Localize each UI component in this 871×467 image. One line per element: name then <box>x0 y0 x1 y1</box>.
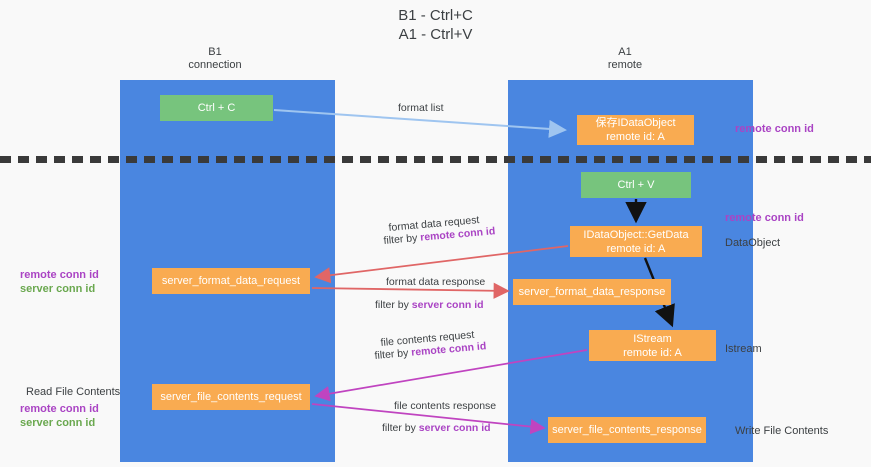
node-server-format-data-request[interactable]: server_format_data_request <box>152 268 310 294</box>
edge-label-format-data-response-filter: filter by server conn id <box>375 298 484 312</box>
annotation-remote-conn-id-mid-text: remote conn id <box>725 212 804 224</box>
edge-label-file-contents-response-filter: filter by server conn id <box>382 421 491 435</box>
column-header-a1-name: A1 <box>618 46 632 58</box>
edge-label-file-contents-response-text: file contents response <box>394 400 497 412</box>
annotation-left-bottom: remote conn id server conn id <box>20 402 99 430</box>
edge-label-fdresp-filter-prefix: filter by <box>375 299 412 311</box>
annotation-dataobject-text: DataObject <box>725 237 781 249</box>
page-title: B1 - Ctrl+C A1 - Ctrl+V <box>0 6 871 44</box>
annotation-left-bottom-remote: remote conn id <box>20 403 99 415</box>
edge-label-format-list-text: format list <box>398 102 444 114</box>
edge-label-file-contents-response: file contents response <box>394 399 496 413</box>
edge-label-fcresp-filter-prefix: filter by <box>382 422 419 434</box>
edge-label-fcreq-filter-prefix: filter by <box>374 346 412 362</box>
node-server-format-data-response-label: server_format_data_response <box>518 286 666 298</box>
annotation-istream-text: Istream <box>725 343 762 355</box>
annotation-left-bottom-server: server conn id <box>20 417 96 429</box>
annotation-left-middle: remote conn id server conn id <box>20 268 99 296</box>
column-header-b1-sub: connection <box>188 59 242 71</box>
edge-label-fdresp-filter-key: server conn id <box>411 299 484 311</box>
annotation-istream: Istream <box>725 342 762 356</box>
edge-label-fcresp-filter-key: server conn id <box>418 422 491 434</box>
annotation-remote-conn-id-mid: remote conn id <box>725 211 804 225</box>
node-server-file-contents-request-label: server_file_contents_request <box>160 391 302 403</box>
annotation-dataobject: DataObject <box>725 236 780 250</box>
node-istream-label: IStream <box>633 332 672 345</box>
node-ctrl-c-label: Ctrl + C <box>197 102 236 114</box>
node-server-file-contents-response[interactable]: server_file_contents_response <box>548 417 706 443</box>
annotation-write-file-contents-text: Write File Contents <box>735 425 829 437</box>
node-server-file-contents-response-label: server_file_contents_response <box>552 424 702 436</box>
annotation-read-file-contents: Read File Contents <box>26 385 120 399</box>
node-idataobject-getdata-label: IDataObject::GetData <box>583 228 689 241</box>
column-header-b1: B1 connection <box>150 46 280 72</box>
node-save-idataobject-remote-id: remote id: A <box>606 131 665 143</box>
annotation-read-file-contents-text: Read File Contents <box>26 386 121 398</box>
node-idataobject-getdata-remote-id: remote id: A <box>606 242 666 255</box>
edge-label-format-list: format list <box>398 101 444 115</box>
node-save-idataobject[interactable]: 保存IDataObject remote id: A <box>577 115 694 145</box>
node-idataobject-getdata[interactable]: IDataObject::GetData remote id: A <box>570 226 702 257</box>
title-line-2: A1 - Ctrl+V <box>398 26 473 43</box>
node-server-file-contents-request[interactable]: server_file_contents_request <box>152 384 310 410</box>
node-server-format-data-request-label: server_format_data_request <box>161 275 301 287</box>
node-ctrl-v[interactable]: Ctrl + V <box>581 172 691 198</box>
annotation-remote-conn-id-top-text: remote conn id <box>735 123 814 135</box>
annotation-write-file-contents: Write File Contents <box>735 424 828 438</box>
node-server-format-data-response[interactable]: server_format_data_response <box>513 279 671 305</box>
annotation-left-middle-remote: remote conn id <box>20 269 99 281</box>
edge-label-format-data-response: format data response <box>386 275 485 289</box>
section-divider <box>0 156 871 163</box>
column-header-a1-sub: remote <box>607 59 643 71</box>
node-ctrl-v-label: Ctrl + V <box>617 179 655 191</box>
node-save-idataobject-label: 保存IDataObject <box>595 117 676 129</box>
title-line-1: B1 - Ctrl+C <box>398 7 473 24</box>
node-istream-remote-id: remote id: A <box>623 346 682 359</box>
node-ctrl-c[interactable]: Ctrl + C <box>160 95 273 121</box>
edge-label-format-data-response-text: format data response <box>386 276 486 288</box>
annotation-left-middle-server: server conn id <box>20 283 96 295</box>
node-istream[interactable]: IStream remote id: A <box>589 330 716 361</box>
annotation-remote-conn-id-top: remote conn id <box>735 122 814 136</box>
edge-label-fdreq-filter-prefix: filter by <box>383 231 421 247</box>
column-header-b1-name: B1 <box>208 46 222 58</box>
column-header-a1: A1 remote <box>560 46 690 72</box>
